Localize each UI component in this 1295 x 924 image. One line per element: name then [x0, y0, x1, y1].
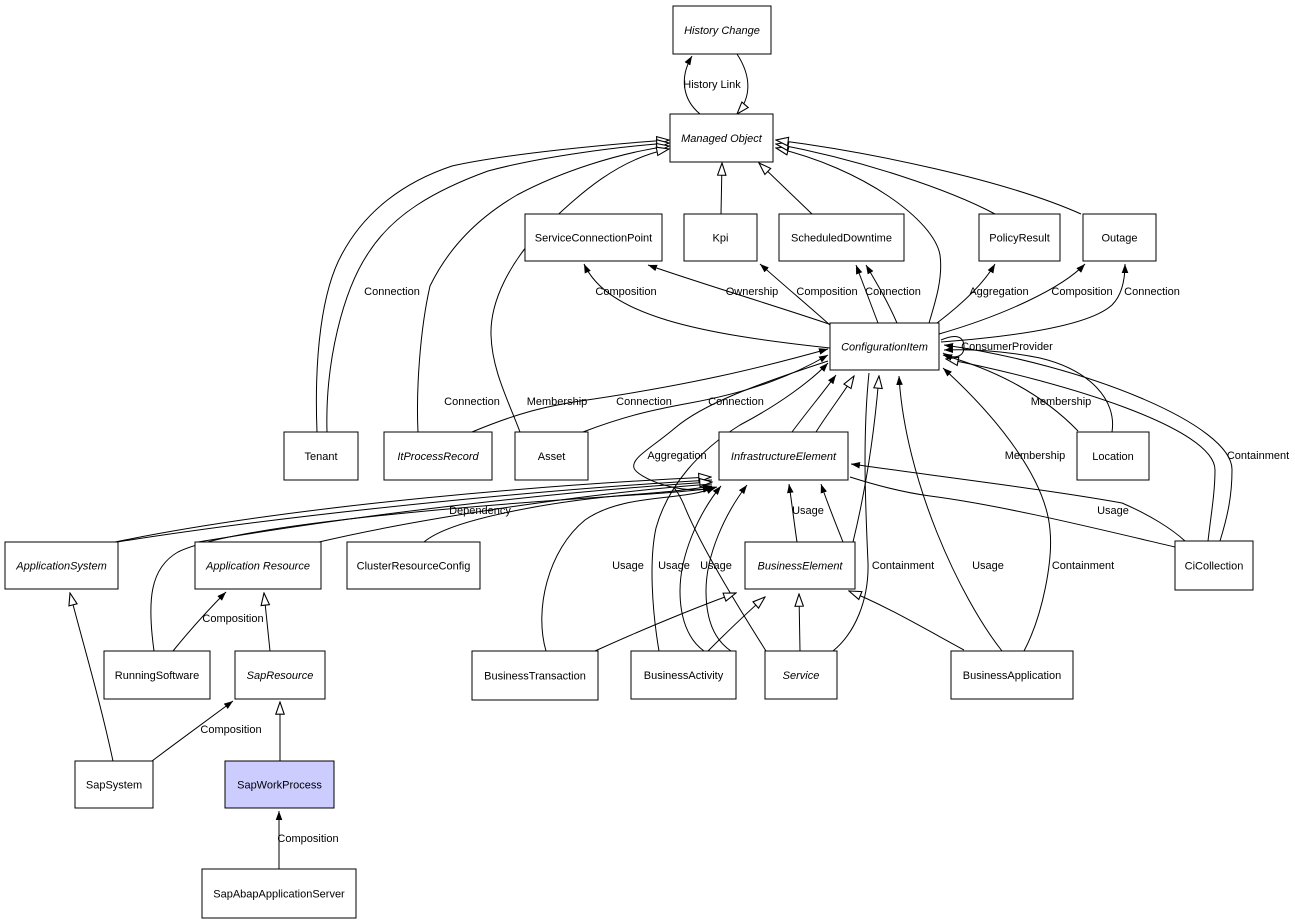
- svg-text:History Change: History Change: [684, 25, 760, 37]
- svg-text:ConfigurationItem: ConfigurationItem: [841, 342, 928, 354]
- svg-text:Application Resource: Application Resource: [205, 561, 310, 573]
- svg-text:Connection: Connection: [708, 396, 764, 408]
- svg-text:Membership: Membership: [527, 396, 588, 408]
- svg-text:SapResource: SapResource: [247, 670, 314, 682]
- svg-text:Containment: Containment: [1227, 450, 1289, 462]
- svg-text:Managed Object: Managed Object: [681, 133, 763, 145]
- svg-text:RunningSoftware: RunningSoftware: [115, 670, 199, 682]
- svg-text:Membership: Membership: [1005, 450, 1066, 462]
- svg-text:BusinessActivity: BusinessActivity: [644, 670, 724, 682]
- svg-text:Aggregation: Aggregation: [647, 450, 706, 462]
- svg-text:Composition: Composition: [202, 613, 263, 625]
- svg-text:Usage: Usage: [1097, 505, 1129, 517]
- svg-text:History Link: History Link: [683, 79, 741, 91]
- svg-text:Usage: Usage: [612, 560, 644, 572]
- svg-text:Composition: Composition: [200, 724, 261, 736]
- svg-text:Containment: Containment: [872, 560, 934, 572]
- svg-text:Composition: Composition: [796, 286, 857, 298]
- svg-text:Connection: Connection: [1124, 286, 1180, 298]
- svg-text:Location: Location: [1092, 451, 1134, 463]
- svg-text:Usage: Usage: [658, 560, 690, 572]
- svg-text:ItProcessRecord: ItProcessRecord: [397, 451, 479, 463]
- svg-text:Composition: Composition: [1051, 286, 1112, 298]
- svg-text:InfrastructureElement: InfrastructureElement: [731, 451, 837, 463]
- svg-text:ApplicationSystem: ApplicationSystem: [15, 561, 107, 573]
- svg-text:Containment: Containment: [1052, 560, 1114, 572]
- svg-text:Composition: Composition: [277, 833, 338, 845]
- svg-text:Aggregation: Aggregation: [969, 286, 1028, 298]
- svg-text:Usage: Usage: [972, 560, 1004, 572]
- svg-text:BusinessApplication: BusinessApplication: [963, 670, 1061, 682]
- svg-text:PolicyResult: PolicyResult: [989, 233, 1050, 245]
- svg-text:Kpi: Kpi: [713, 233, 729, 245]
- svg-text:CiCollection: CiCollection: [1185, 561, 1244, 573]
- svg-text:Connection: Connection: [444, 396, 500, 408]
- svg-text:Dependency: Dependency: [449, 505, 511, 517]
- svg-text:SapSystem: SapSystem: [86, 780, 142, 792]
- svg-text:Connection: Connection: [865, 286, 921, 298]
- svg-text:BusinessElement: BusinessElement: [758, 561, 844, 573]
- svg-text:BusinessTransaction: BusinessTransaction: [484, 671, 586, 683]
- svg-text:Tenant: Tenant: [304, 451, 337, 463]
- svg-text:Composition: Composition: [595, 286, 656, 298]
- svg-text:Ownership: Ownership: [726, 286, 779, 298]
- svg-text:Membership: Membership: [1031, 396, 1092, 408]
- svg-text:Service: Service: [783, 670, 820, 682]
- svg-text:SapWorkProcess: SapWorkProcess: [237, 780, 322, 792]
- svg-text:Outage: Outage: [1101, 233, 1137, 245]
- svg-text:Usage: Usage: [700, 560, 732, 572]
- svg-text:SapAbapApplicationServer: SapAbapApplicationServer: [213, 889, 345, 901]
- svg-text:ConsumerProvider: ConsumerProvider: [961, 341, 1053, 353]
- svg-text:Usage: Usage: [792, 505, 824, 517]
- svg-text:Connection: Connection: [364, 286, 420, 298]
- svg-text:ScheduledDowntime: ScheduledDowntime: [791, 233, 892, 245]
- svg-text:Connection: Connection: [616, 396, 672, 408]
- svg-text:Asset: Asset: [538, 451, 566, 463]
- svg-text:ClusterResourceConfig: ClusterResourceConfig: [357, 561, 471, 573]
- svg-text:ServiceConnectionPoint: ServiceConnectionPoint: [535, 233, 652, 245]
